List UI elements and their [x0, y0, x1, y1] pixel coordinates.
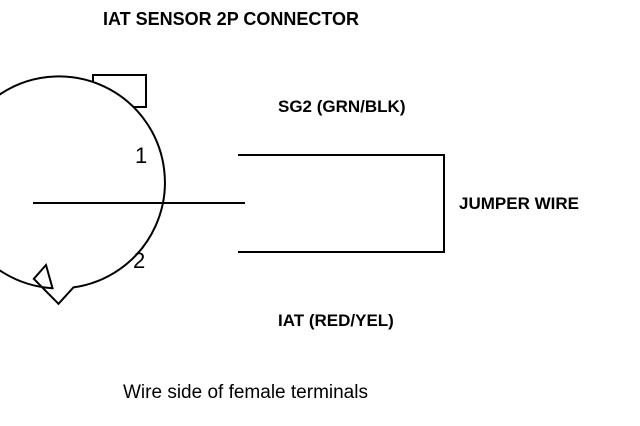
terminal-2-label: 2: [133, 248, 145, 273]
jumper-wire-label: JUMPER WIRE: [459, 194, 579, 213]
sg2-wire-label: SG2 (GRN/BLK): [278, 97, 406, 116]
connector-body: [0, 75, 166, 306]
jumper-wire: [238, 154, 445, 253]
diagram-caption: Wire side of female terminals: [123, 382, 368, 403]
iat-wire-label: IAT (RED/YEL): [278, 311, 394, 330]
terminal-1-label: 1: [135, 143, 147, 168]
diagram-title: IAT SENSOR 2P CONNECTOR: [103, 9, 359, 29]
